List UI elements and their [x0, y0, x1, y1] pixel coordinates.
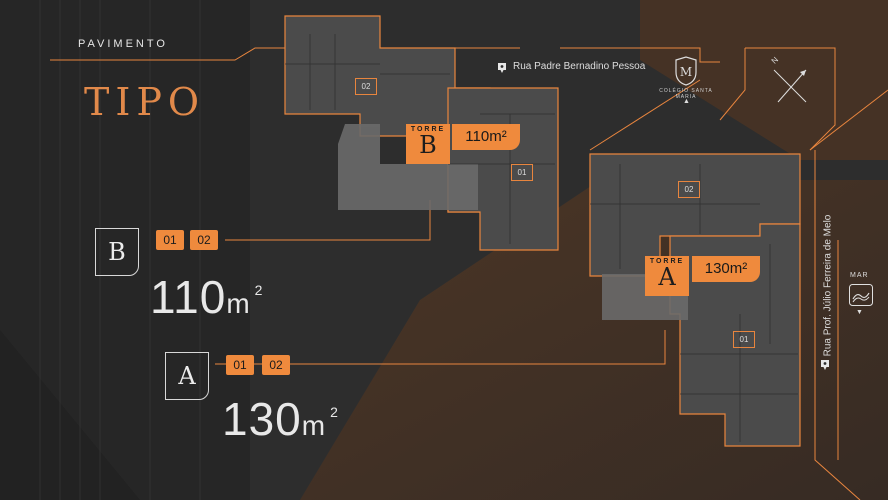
legend-tower-a-area-value: 130 — [222, 393, 302, 445]
legend-tower-b-area-unit: m — [226, 288, 251, 319]
legend-tower-a-area-exp: 2 — [330, 404, 339, 420]
sea-arrow-icon: ▼ — [856, 309, 863, 316]
legend-tower-a-unit-01: 01 — [226, 355, 254, 375]
legend-tower-a-badge: A — [165, 352, 209, 400]
legend-tower-a-area-unit: m — [301, 410, 327, 441]
floor-subtitle: PAVIMENTO — [78, 38, 168, 50]
plan-tower-b-area-text: 110m² — [465, 128, 507, 145]
plan-tower-a-unit-01: 01 — [733, 331, 755, 348]
tower-b-core — [338, 164, 478, 210]
svg-text:M: M — [680, 65, 692, 79]
plan-tower-b-letter: B — [419, 131, 437, 159]
legend-tower-b-letter: B — [108, 238, 126, 266]
legend-tower-b-badge: B — [95, 228, 139, 276]
plan-tower-b-label: TORRE B — [406, 124, 450, 164]
tower-b-terrace — [338, 124, 380, 164]
plan-tower-a-area-text: 130m² — [704, 260, 748, 277]
school-name: COLÉGIO SANTA MARIA — [659, 88, 713, 100]
plan-tower-b-torre: TORRE — [410, 126, 446, 133]
plan-tower-a-torre: TORRE — [649, 258, 685, 265]
school-crest-icon: M — [672, 56, 700, 86]
compass-icon — [770, 58, 814, 108]
street-east: Rua Prof. Júlio Ferreira de Melo — [822, 214, 834, 357]
street-north: Rua Padre Bernadino Pessoa — [513, 61, 646, 72]
plan-tower-a-unit-02: 02 — [678, 181, 700, 198]
legend-tower-a-unit-02: 02 — [262, 355, 290, 375]
legend-tower-b-area-exp: 2 — [254, 282, 264, 298]
plan-tower-b-unit-01: 01 — [511, 164, 533, 181]
legend-tower-b-unit-02: 02 — [190, 230, 218, 250]
legend-tower-a-letter: A — [178, 362, 196, 390]
plan-tower-a-area: 130m² — [692, 256, 760, 282]
sea-label: MAR — [850, 272, 869, 279]
legend-tower-b-area-value: 110 — [150, 271, 227, 323]
pin-icon-east — [819, 358, 831, 370]
legend-tower-b-unit-01: 01 — [156, 230, 184, 250]
plan-tower-b-unit-02: 02 — [355, 78, 377, 95]
pin-icon — [496, 61, 508, 73]
plan-tower-a-label: TORRE A — [645, 256, 689, 296]
wave-icon — [849, 284, 873, 306]
floor-title: TIPO — [84, 80, 206, 124]
plan-tower-a-letter: A — [658, 263, 676, 291]
plan-tower-b-area: 110m² — [452, 124, 520, 150]
school-arrow-icon: ▲ — [683, 98, 690, 105]
